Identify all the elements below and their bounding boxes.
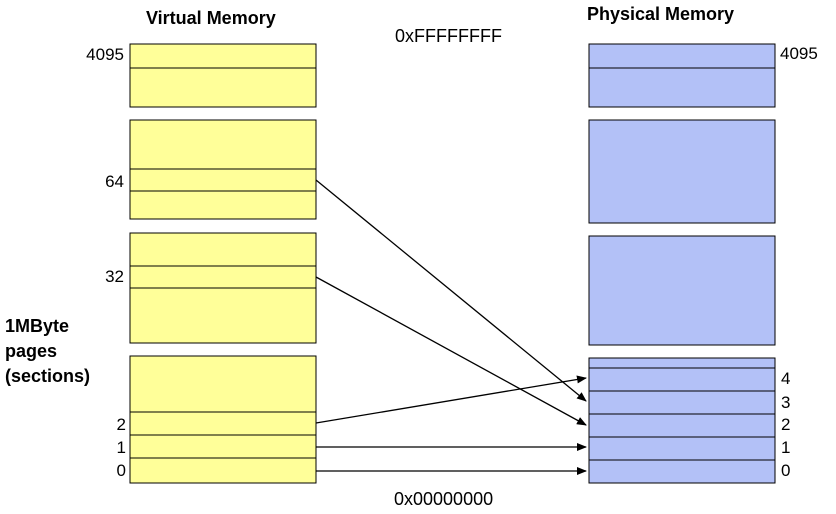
- physical-label-4095: 4095: [780, 44, 818, 63]
- physical-memory-title: Physical Memory: [587, 4, 735, 24]
- virtual-block-bottom: [129, 355, 317, 484]
- physical-block-top: [588, 43, 776, 108]
- physical-label-4: 4: [781, 369, 791, 388]
- physical-label-2: 2: [781, 415, 791, 434]
- virtual-memory-title: Virtual Memory: [146, 8, 276, 28]
- virtual-memory-column: [128, 43, 318, 484]
- physical-block-upper: [588, 119, 776, 224]
- physical-block-bottom: [588, 357, 776, 484]
- physical-label-3: 3: [781, 393, 791, 412]
- arrow-64-to-3: [315, 179, 587, 402]
- physical-memory-column: [587, 43, 777, 484]
- virtual-label-0: 0: [116, 461, 126, 480]
- virtual-label-4095: 4095: [86, 45, 124, 64]
- physical-block-middle: [588, 235, 776, 346]
- virtual-label-64: 64: [105, 172, 124, 191]
- virtual-block-top: [129, 43, 317, 108]
- page-size-note: 1MByte pages (sections): [5, 316, 91, 386]
- top-address-label: 0xFFFFFFFF: [395, 26, 502, 46]
- virtual-label-1: 1: [116, 438, 126, 457]
- arrow-2-to-4: [315, 375, 587, 424]
- physical-label-1: 1: [781, 438, 791, 457]
- physical-label-0: 0: [781, 461, 791, 480]
- virtual-label-32: 32: [105, 267, 124, 286]
- bottom-address-label: 0x00000000: [394, 489, 494, 509]
- mapping-arrows: [315, 179, 587, 475]
- virtual-label-2: 2: [116, 415, 126, 434]
- arrow-32-to-2: [315, 276, 587, 426]
